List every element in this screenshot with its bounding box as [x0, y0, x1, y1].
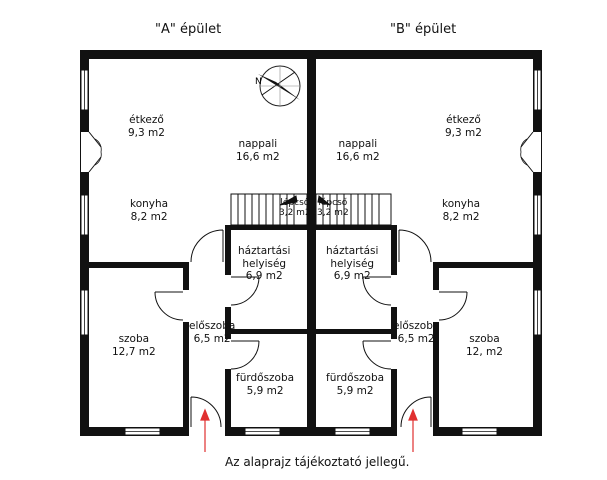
- staircase-a: [230, 193, 308, 226]
- interior-doors: [154, 229, 468, 370]
- outer-walls: [80, 50, 542, 436]
- terrace-door-a: [81, 131, 102, 173]
- plan-disclaimer: Az alaprajz tájékoztató jellegű.: [225, 455, 410, 469]
- compass-icon: N: [255, 65, 301, 107]
- windows: [80, 69, 542, 436]
- interior-walls-a: [89, 225, 307, 427]
- building-b-title: "B" épület: [390, 22, 457, 37]
- terrace-door-b: [520, 131, 541, 173]
- staircase-b: [315, 193, 392, 226]
- entrance-doors: [189, 396, 433, 436]
- building-a-title: "A" épület: [155, 22, 222, 37]
- svg-text:N: N: [255, 77, 262, 87]
- interior-walls-b: [316, 225, 533, 427]
- entrance-arrows: [200, 408, 418, 452]
